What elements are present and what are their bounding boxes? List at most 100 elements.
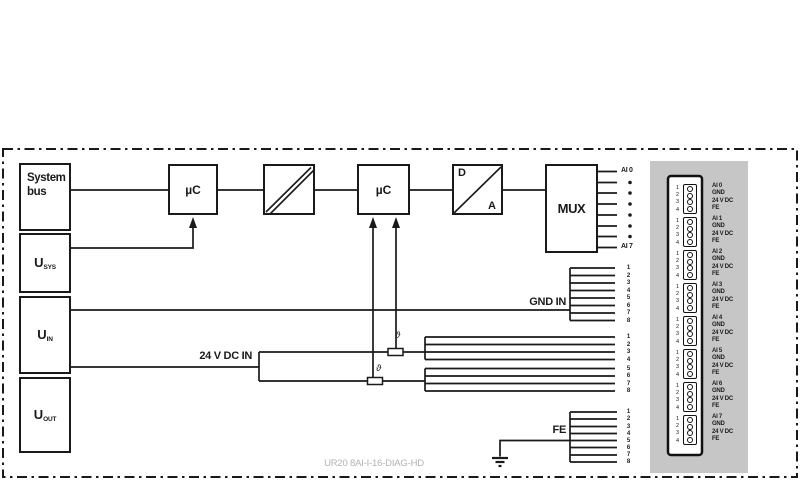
terminal-opening-icon [687, 397, 693, 404]
fuse1-theta-symbol: ϑ [395, 330, 401, 341]
pin-number: 2 [675, 423, 679, 430]
uin-box: UIN [19, 296, 71, 374]
connector-label: GND [712, 256, 725, 263]
pin-number: 2 [675, 390, 679, 397]
connector-label: AI 6 [712, 381, 723, 387]
isolation-diagonal-icon [265, 166, 315, 215]
wire-usys-uc1 [71, 227, 194, 249]
pin-number: 3 [675, 232, 679, 239]
wire-number-gnd_in-7: 7 [626, 310, 630, 316]
arrow-usys-uc1 [189, 217, 197, 228]
terminal-opening-icon [687, 265, 693, 272]
pin-number: 4 [675, 404, 679, 411]
adc-digital-label: D [458, 167, 466, 179]
gnd-fan-lines [570, 267, 615, 322]
connector-label: FE [712, 270, 720, 277]
wire-number-fe-4: 4 [626, 430, 630, 437]
pin-number: 1 [675, 251, 679, 257]
connector-label: GND [712, 289, 725, 296]
pin-number: 2 [675, 357, 679, 364]
terminal-opening-icon [687, 291, 693, 298]
terminal-opening-icon [687, 199, 693, 206]
connector-label: 24 V DC [712, 329, 733, 336]
connector-label: GND [712, 190, 725, 197]
module-caption: UR20 8AI-I-16-DIAG-HD [324, 458, 424, 469]
connector-label: AI 1 [712, 216, 723, 222]
wire-number-dc_24v-3: 3 [626, 349, 630, 355]
wire-number-fe-8: 8 [626, 459, 630, 465]
terminal-opening-icon [687, 305, 693, 312]
connector-block-3 [683, 283, 697, 313]
fe-label: FE [552, 424, 567, 436]
connector-label: FE [712, 369, 720, 376]
connector-label: 24 V DC [712, 263, 733, 270]
connector-block-2 [683, 250, 697, 280]
usys-label: USYS [34, 255, 56, 271]
connector-label: AI 0 [712, 183, 723, 189]
wire-number-fe-7: 7 [626, 452, 630, 458]
uc2-box: µC [357, 164, 410, 215]
terminal-opening-icon [687, 423, 693, 430]
pin-number: 4 [675, 272, 679, 279]
arrowheads [189, 217, 400, 228]
wire-number-dc_24v-7: 7 [626, 380, 630, 387]
wire-number-fe-3: 3 [626, 423, 630, 430]
connector-label: GND [712, 421, 725, 428]
wire-number-gnd_in-4: 4 [626, 287, 630, 294]
usys-box: USYS [19, 233, 71, 293]
terminal-opening-icon [687, 357, 693, 364]
pin-number: 3 [675, 397, 679, 404]
wire-number-gnd_in-2: 2 [626, 272, 630, 279]
terminal-opening-icon [687, 350, 693, 357]
ai7-label: AI 7 [621, 243, 633, 250]
pin-number: 2 [675, 324, 679, 331]
fuse2-theta-symbol: ϑ [376, 363, 382, 374]
terminal-opening-icon [687, 383, 693, 390]
terminal-opening-icon [687, 251, 693, 258]
terminal-opening-icon [687, 390, 693, 397]
terminal-opening-icon [687, 338, 693, 345]
dc-fan-lines-1-4 [425, 336, 615, 361]
terminal-opening-icon [687, 258, 693, 265]
isolation-box [263, 164, 315, 215]
dc-fan-lines-5-8 [425, 367, 615, 392]
pin-number: 3 [675, 199, 679, 206]
terminal-opening-icon [687, 206, 693, 213]
wire-number-dc_24v-8: 8 [626, 388, 630, 394]
connector-label: 24 V DC [712, 197, 733, 204]
connector-label: 24 V DC [712, 296, 733, 303]
gnd-in-label: GND IN [529, 296, 566, 308]
terminal-opening-icon [687, 437, 693, 444]
pin-number: 2 [675, 225, 679, 232]
terminal-opening-icon [687, 239, 693, 246]
pin-number: 3 [675, 265, 679, 272]
connector-label: GND [712, 223, 725, 230]
pin-number: 3 [675, 364, 679, 371]
earth-ground-icon [492, 456, 508, 468]
wire-number-fe-5: 5 [626, 437, 630, 444]
uc1-box: µC [168, 164, 218, 215]
terminal-opening-icon [687, 430, 693, 437]
wire-number-gnd_in-5: 5 [626, 295, 630, 301]
wire-number-gnd_in-8: 8 [626, 317, 630, 324]
connector-block-5 [683, 349, 697, 379]
terminal-opening-icon [687, 331, 693, 338]
wire-number-gnd_in-3: 3 [626, 280, 630, 286]
signal-wires [71, 170, 617, 463]
connector-label: FE [712, 402, 720, 409]
terminal-opening-icon [687, 317, 693, 324]
connector-block-7 [683, 415, 697, 445]
module-boundary-frame [2, 148, 798, 478]
ai-ellipsis-dots [628, 180, 632, 239]
fe-fan-lines [570, 411, 617, 463]
mux-box: MUX [545, 164, 598, 253]
